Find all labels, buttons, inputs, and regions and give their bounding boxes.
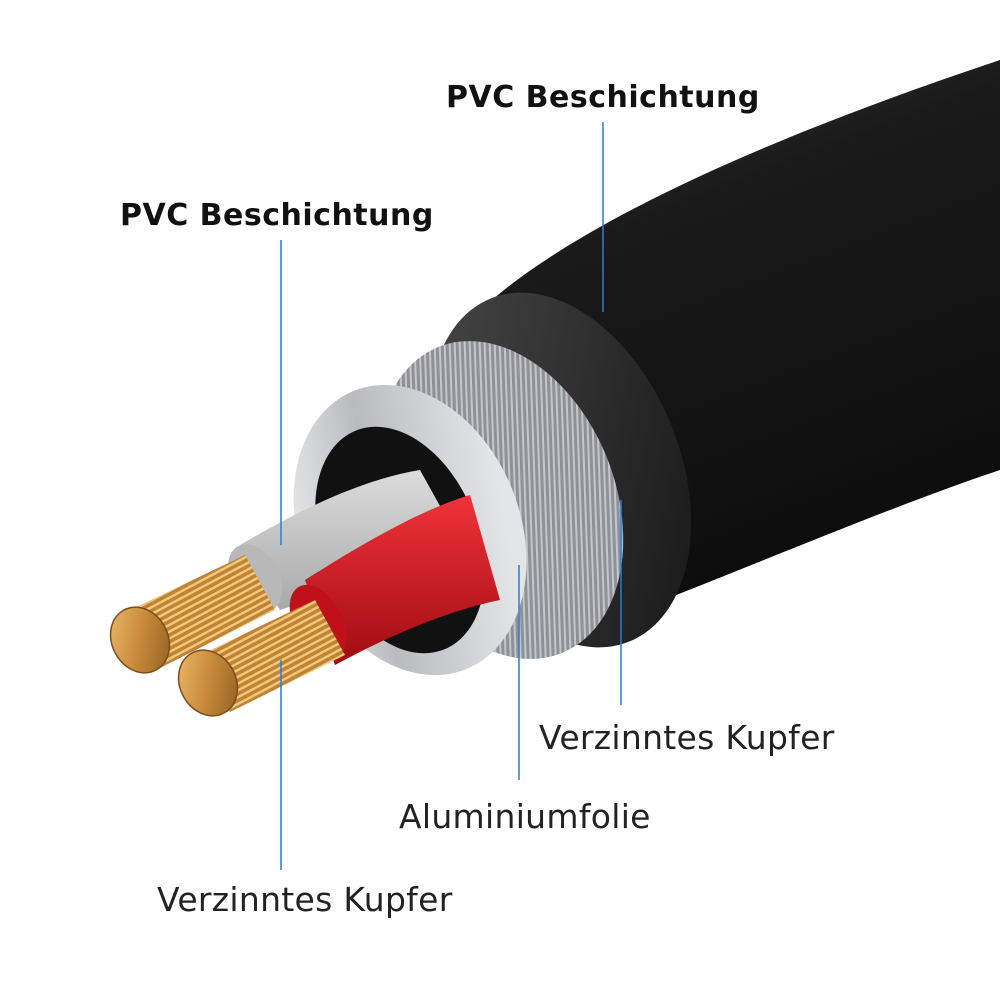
label-foil: Aluminiumfolie	[399, 797, 651, 836]
leader-lines	[280, 122, 622, 870]
label-outer-jacket: PVC Beschichtung	[446, 80, 760, 115]
lower-copper-end	[177, 649, 239, 717]
label-braid: Verzinntes Kupfer	[539, 718, 835, 757]
upper-copper-end	[109, 606, 171, 674]
grey-insulation	[240, 470, 470, 610]
red-insulation	[305, 495, 500, 665]
label-conductor: Verzinntes Kupfer	[157, 880, 453, 919]
label-inner-insulation: PVC Beschichtung	[120, 198, 434, 233]
